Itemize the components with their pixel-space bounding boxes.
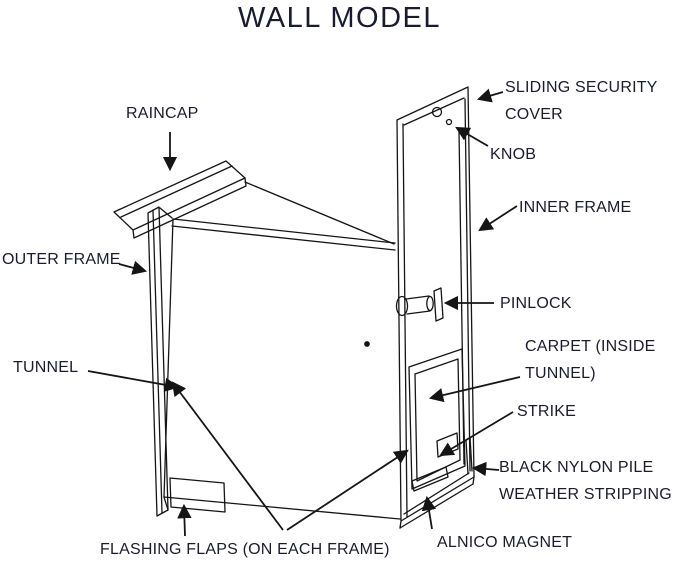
outer-frame-label: OUTER FRAME	[2, 251, 121, 268]
strike-shape	[436, 432, 459, 458]
tunnel-shape	[163, 181, 401, 520]
sliding-security-cover-label: SLIDING SECURITY COVER	[505, 79, 658, 124]
page-title: WALL MODEL	[237, 2, 441, 34]
knob-shape	[445, 118, 453, 126]
pinlock-label: PINLOCK	[500, 295, 572, 312]
carpet-shape	[408, 348, 466, 490]
inner-frame-shape	[396, 86, 475, 529]
tunnel-arrow	[87, 370, 180, 392]
alnico-magnet-arrow	[421, 495, 437, 530]
knob-arrow	[455, 126, 489, 147]
flashing-flaps-arrow-right	[286, 449, 409, 531]
flashing-flaps-label: FLASHING FLAPS (ON EACH FRAME)	[100, 541, 390, 558]
leader-arrows	[87, 88, 521, 537]
sliding-security-cover-arrow	[476, 88, 504, 103]
weather-stripping-shape	[465, 439, 469, 475]
flashing-flaps-arrow-bottom	[177, 503, 192, 537]
inner-frame-label: INNER FRAME	[519, 199, 632, 216]
tunnel-interior-shape	[408, 348, 473, 492]
carpet-arrow	[428, 376, 521, 403]
strike-arrow	[439, 411, 514, 457]
tunnel-label: TUNNEL	[13, 359, 79, 376]
knob-hole-shape	[431, 106, 443, 118]
knob-label: KNOB	[490, 146, 537, 163]
strike-label: STRIKE	[517, 403, 576, 420]
alnico-magnet-label: ALNICO MAGNET	[437, 534, 573, 551]
flashing-flap-shape	[169, 477, 226, 513]
weather-stripping-arrow	[471, 461, 500, 477]
outer-frame-arrow	[118, 260, 148, 275]
inner-frame-arrow	[478, 205, 518, 232]
flashing-flaps-arrow-left	[171, 381, 284, 531]
pinlock-shape	[395, 287, 444, 322]
outer-frame-shape	[147, 206, 169, 517]
alnico-magnet-shape	[411, 466, 449, 492]
raincap-label: RAINCAP	[126, 105, 199, 122]
weather-stripping-label: BLACK NYLON PILE WEATHER STRIPPING	[499, 459, 672, 504]
carpet-inner-shape	[414, 358, 461, 482]
carpet-label: CARPET (INSIDE TUNNEL)	[525, 338, 656, 383]
